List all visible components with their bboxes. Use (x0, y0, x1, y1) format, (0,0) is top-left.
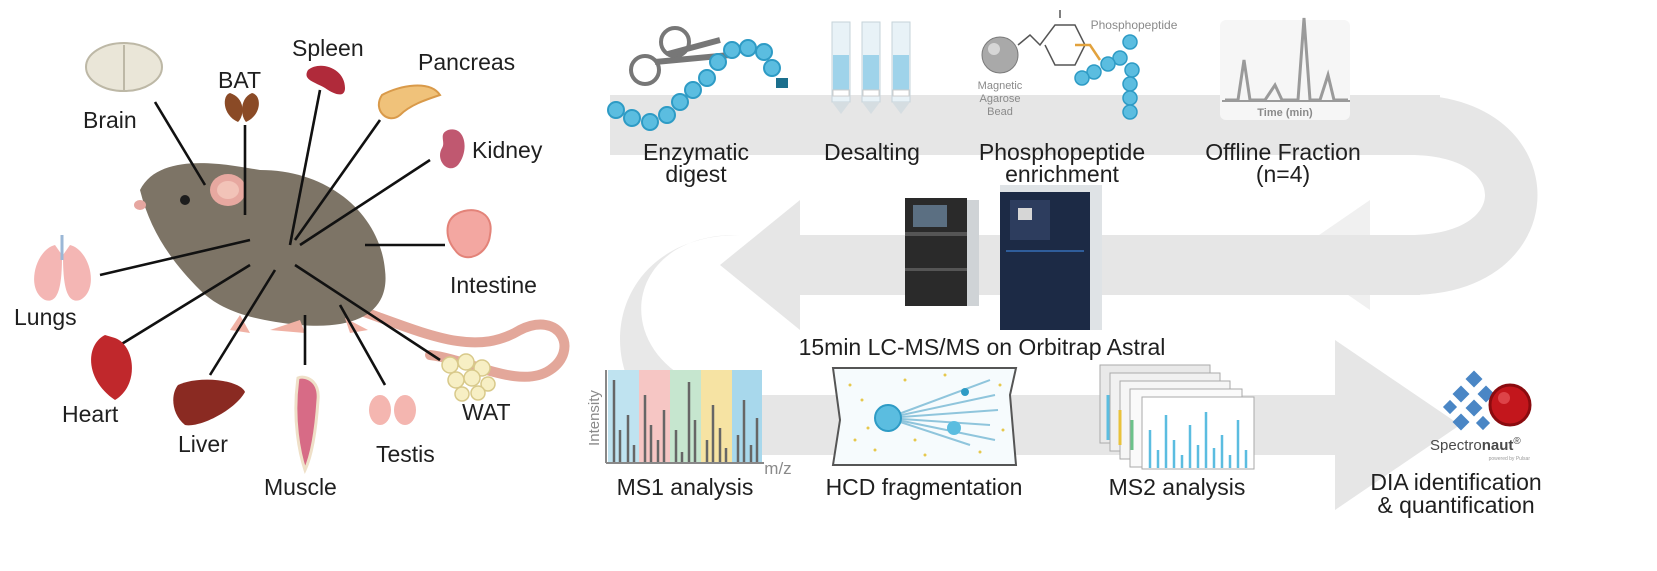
organ-connectors (99, 89, 445, 386)
fraction-label-line1: Offline Fraction (1205, 139, 1361, 165)
dia-label-line2: & quantification (1377, 492, 1534, 518)
wat-icon (441, 353, 496, 402)
pancreas-label: Pancreas (418, 49, 515, 75)
phosphate-linker-icon (1017, 10, 1102, 66)
chromatogram-icon (1220, 17, 1350, 120)
intestine-label: Intestine (450, 272, 537, 298)
brain-label: Brain (83, 107, 137, 133)
peptide-chain-icon (607, 39, 788, 131)
intensity-axis-label: Intensity (586, 390, 603, 446)
ms2-spectra-icon (1099, 364, 1255, 470)
ms2-label: MS2 analysis (1109, 474, 1246, 500)
desalting-label: Desalting (824, 139, 920, 165)
intestine-icon (446, 209, 492, 259)
mouse-illustration (134, 163, 570, 382)
lungs-label: Lungs (14, 304, 77, 330)
muscle-icon (294, 375, 320, 475)
lungs-icon (34, 235, 91, 301)
wat-label: WAT (462, 399, 511, 425)
bead-label-line1: Magnetic (978, 80, 1023, 92)
lc-instrument-icon (905, 198, 979, 306)
heart-label: Heart (62, 401, 119, 427)
spleen-label: Spleen (292, 35, 364, 61)
spectronaut-registered: ® (1513, 436, 1521, 447)
svg-text:Spectronaut®: Spectronaut® (1430, 436, 1521, 454)
dia-label-line1: DIA identification (1370, 469, 1541, 495)
digest-label-line2: digest (665, 161, 727, 187)
phosphopeptide-annotation: Phosphopeptide (1091, 18, 1178, 32)
time-axis-label: Time (min) (1257, 107, 1313, 119)
liver-icon (173, 379, 245, 426)
bat-icon (224, 93, 259, 122)
lcms-label: 15min LC-MS/MS on Orbitrap Astral (799, 334, 1166, 360)
spleen-icon (306, 65, 345, 95)
spectronaut-name-part2: naut (1482, 437, 1514, 454)
digest-label-line1: Enzymatic (643, 139, 749, 165)
heart-icon (91, 335, 132, 400)
enrichment-label-line2: enrichment (1005, 161, 1119, 187)
enrichment-label-line1: Phosphopeptide (979, 139, 1145, 165)
ms1-label: MS1 analysis (617, 474, 754, 500)
mouse-nose (134, 200, 146, 210)
orbitrap-astral-icon (1000, 185, 1102, 330)
mz-axis-label: m/z (764, 459, 791, 478)
brain-icon (85, 42, 163, 92)
muscle-label: Muscle (264, 474, 337, 500)
testis-icon (369, 395, 416, 425)
bead-label-line3: Bead (987, 106, 1013, 118)
liver-label: Liver (178, 431, 228, 457)
testis-label: Testis (376, 441, 435, 467)
ms1-spectrum-chart (605, 370, 764, 464)
mouse-eye (180, 195, 190, 205)
bat-label: BAT (218, 67, 261, 93)
kidney-icon (440, 129, 465, 169)
hcd-label: HCD fragmentation (826, 474, 1023, 500)
kidney-label: Kidney (472, 137, 543, 163)
hcd-fragmentation-icon (831, 367, 1018, 466)
desalting-tubes-icon (831, 21, 911, 114)
pancreas-icon (377, 84, 442, 120)
fraction-label-line2: (n=4) (1256, 161, 1310, 187)
phosphopeptide-chain-icon (1074, 34, 1140, 120)
spectronaut-name-part1: Spectro (1430, 437, 1482, 454)
spectronaut-tagline: powered by Pulsar (1489, 456, 1531, 462)
magnetic-bead-icon (981, 36, 1019, 74)
mouse-tail (325, 295, 570, 382)
bead-label-line2: Agarose (980, 93, 1021, 105)
